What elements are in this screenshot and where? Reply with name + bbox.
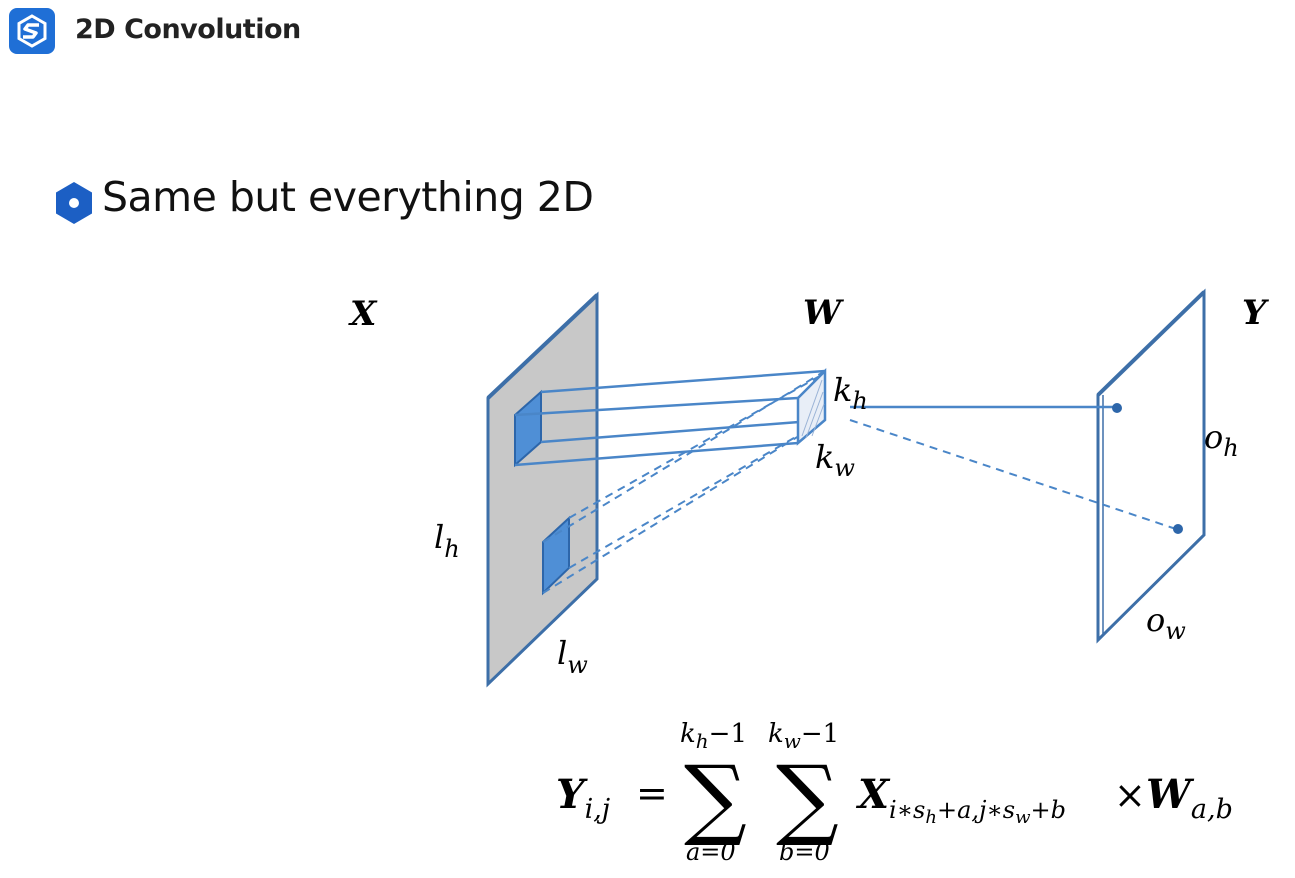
label-o-w: ow: [1146, 601, 1186, 645]
label-k-w: kw: [815, 438, 855, 482]
slide-title: 2D Convolution: [75, 14, 301, 45]
slide-header: 2D Convolution: [0, 0, 1295, 64]
formula-lhs: Yi,j: [556, 771, 610, 825]
input-plane: [486, 291, 599, 688]
label-o-h: oh: [1204, 418, 1239, 462]
output-link-dashed: [849, 419, 1177, 530]
brand-logo-icon: [9, 8, 55, 54]
sum2-upper: kw−1: [768, 719, 839, 753]
label-l-h: lh: [434, 518, 460, 563]
convolution-formula: Yi,j = kh−1 ∑ a=0 kw−1 ∑ b=0 Xi∗sh+a,j∗s…: [556, 719, 1233, 866]
output-point-top: [1112, 403, 1122, 413]
output-point-bottom: [1173, 524, 1183, 534]
label-k-h: kh: [833, 371, 868, 415]
hexagon-bullet-icon: [56, 182, 92, 224]
formula-equals: =: [636, 771, 668, 815]
formula-times: ×: [1114, 773, 1146, 817]
label-x: X: [348, 294, 378, 334]
label-l-w: lw: [557, 634, 588, 679]
kernel-front: [796, 367, 827, 446]
formula-x-term: Xi∗sh+a,j∗sw+b: [855, 771, 1066, 828]
projection-lines-dashed: [542, 370, 826, 594]
output-plane: [1096, 288, 1206, 644]
label-w: W: [803, 293, 844, 333]
sum1-lower: a=0: [686, 838, 736, 866]
sum2-sigma: ∑: [776, 746, 839, 849]
sum1-sigma: ∑: [684, 746, 747, 849]
projection-lines-solid: [514, 369, 826, 467]
sum1-upper: kh−1: [680, 719, 747, 753]
input-patch-bottom: [542, 515, 570, 596]
input-patch-top: [514, 389, 542, 468]
formula-w-term: Wa,b: [1146, 771, 1233, 825]
sum2-lower: b=0: [779, 838, 830, 866]
bullet-text: Same but everything 2D: [102, 173, 594, 221]
label-y: Y: [1242, 293, 1269, 333]
